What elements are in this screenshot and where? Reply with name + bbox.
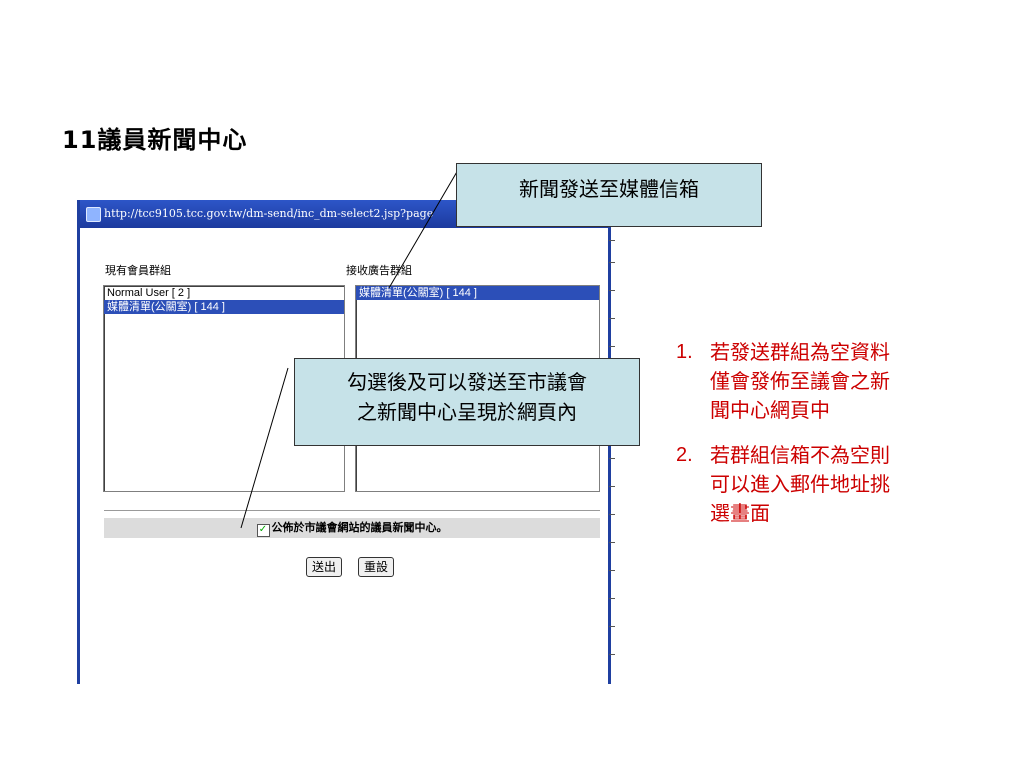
- margin-tick: [609, 570, 615, 571]
- slide-title: 11議員新聞中心: [62, 126, 248, 154]
- margin-tick: [609, 318, 615, 319]
- publish-checkbox-label: 公佈於市議會網站的議員新聞中心。: [271, 521, 448, 534]
- reset-button[interactable]: 重設: [358, 557, 395, 577]
- list-item[interactable]: 媒體清單(公關室) [ 144 ]: [356, 286, 599, 300]
- list-item: 2. 若群組信箱不為空則 可以進入郵件地址挑 選畫面: [676, 441, 966, 528]
- note-line: 選畫面: [710, 501, 770, 525]
- margin-tick: [609, 486, 615, 487]
- list-item[interactable]: 媒體清單(公關室) [ 144 ]: [104, 300, 344, 314]
- margin-tick: [609, 262, 615, 263]
- callout-checkbox-explanation: 勾選後及可以發送至市議會 之新聞中心呈現於網頁內: [294, 358, 640, 446]
- margin-tick: [609, 458, 615, 459]
- submit-button[interactable]: 送出: [306, 557, 343, 577]
- publish-checkbox[interactable]: ✓: [256, 524, 270, 537]
- margin-tick: [609, 514, 615, 515]
- margin-tick: [609, 290, 615, 291]
- divider: [104, 510, 600, 511]
- existing-groups-label: 現有會員群組: [105, 264, 171, 277]
- list-item: 1. 若發送群組為空資料 僅會發佈至議會之新 聞中心網頁中: [676, 338, 966, 425]
- margin-tick: [609, 598, 615, 599]
- margin-tick: [609, 346, 615, 347]
- list-item[interactable]: Normal User [ 2 ]: [107, 287, 191, 299]
- note-line: 可以進入郵件地址挑: [710, 472, 890, 496]
- note-number: 1.: [676, 341, 693, 363]
- browser-icon: [86, 207, 101, 222]
- publish-option-row: ✓公佈於市議會網站的議員新聞中心。: [104, 518, 600, 538]
- receiving-groups-label: 接收廣告群組: [346, 264, 412, 277]
- margin-tick: [609, 240, 615, 241]
- callout-line-2: 之新聞中心呈現於網頁內: [357, 400, 577, 424]
- margin-tick: [609, 654, 615, 655]
- notes-list: 1. 若發送群組為空資料 僅會發佈至議會之新 聞中心網頁中 2. 若群組信箱不為…: [676, 338, 966, 544]
- note-line: 僅會發佈至議會之新: [710, 369, 890, 393]
- margin-tick: [609, 542, 615, 543]
- note-line: 若發送群組為空資料: [710, 340, 890, 364]
- callout-send-to-media-text: 新聞發送至媒體信箱: [519, 177, 699, 201]
- margin-tick: [609, 626, 615, 627]
- window-url: http://tcc9105.tcc.gov.tw/dm-send/inc_dm…: [104, 207, 434, 220]
- note-number: 2.: [676, 444, 693, 466]
- callout-send-to-media: 新聞發送至媒體信箱: [456, 163, 762, 227]
- note-line: 若群組信箱不為空則: [710, 443, 890, 467]
- note-line: 聞中心網頁中: [710, 398, 830, 422]
- callout-line-1: 勾選後及可以發送至市議會: [347, 370, 587, 394]
